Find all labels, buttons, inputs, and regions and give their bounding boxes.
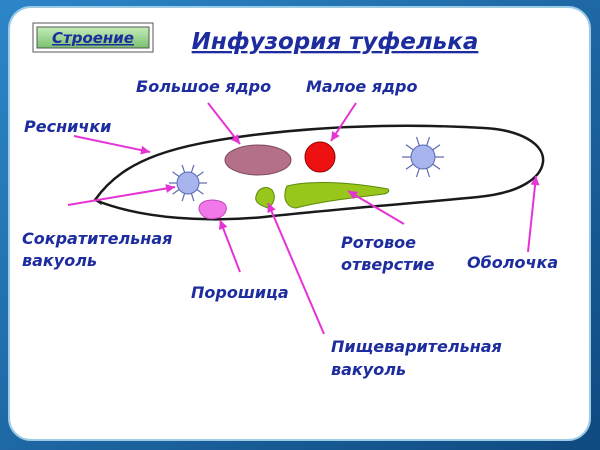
label-big-nucleus: Большое ядро bbox=[136, 77, 271, 96]
small-nucleus bbox=[304, 141, 336, 173]
label-contractile-vacuole-1: Сократительная bbox=[22, 229, 172, 248]
vacuole-ray bbox=[415, 168, 420, 178]
label-anal-pore: Порошица bbox=[191, 283, 289, 302]
vacuole-ray bbox=[405, 163, 414, 170]
vacuole-ray bbox=[196, 189, 204, 195]
structure-badge: Строение bbox=[32, 22, 154, 53]
page-title: Инфузория туфелька bbox=[192, 29, 479, 55]
vacuole-ray bbox=[181, 164, 186, 173]
badge-text: Строение bbox=[52, 29, 134, 47]
vacuole-ray bbox=[432, 163, 441, 170]
label-food-vacuole-1: Пищеварительная bbox=[331, 337, 502, 356]
vacuole-ray bbox=[432, 144, 441, 151]
vacuole-ray bbox=[426, 168, 431, 178]
pointer-arrows bbox=[67, 102, 540, 335]
arrowhead bbox=[530, 176, 540, 186]
label-contractile-vacuole-2: вакуоль bbox=[22, 251, 97, 270]
label-membrane: Оболочка bbox=[467, 253, 558, 272]
arrowhead bbox=[331, 131, 340, 141]
arrowhead bbox=[230, 134, 240, 144]
vacuole-ray bbox=[196, 171, 204, 177]
vacuole-ray bbox=[190, 193, 195, 202]
arrowhead bbox=[219, 220, 228, 230]
arrowhead bbox=[348, 191, 358, 200]
arrowhead bbox=[140, 145, 150, 155]
big-nucleus bbox=[224, 144, 292, 176]
label-mouth-2: отверстие bbox=[341, 255, 435, 274]
vacuole-ray bbox=[172, 189, 180, 195]
arrowhead bbox=[267, 203, 276, 213]
label-food-vacuole-2: вакуоль bbox=[331, 360, 406, 379]
vacuole-ray bbox=[181, 193, 186, 202]
anal-pore bbox=[198, 199, 227, 220]
vacuole-ray bbox=[172, 171, 180, 177]
contractile-vacuole-right bbox=[402, 136, 444, 178]
content-panel bbox=[8, 6, 591, 441]
oral-groove bbox=[284, 181, 390, 209]
vacuole-ray bbox=[426, 136, 431, 146]
food-vacuole bbox=[255, 187, 275, 209]
vacuole-ray bbox=[405, 144, 414, 151]
contractile-vacuole-left bbox=[169, 164, 207, 202]
arrowhead bbox=[165, 184, 175, 193]
label-small-nucleus: Малое ядро bbox=[306, 77, 418, 96]
label-cilia: Реснички bbox=[24, 117, 111, 136]
vacuole-ray bbox=[190, 164, 195, 173]
label-mouth-1: Ротовое bbox=[341, 233, 416, 252]
vacuole-ray bbox=[415, 136, 420, 146]
